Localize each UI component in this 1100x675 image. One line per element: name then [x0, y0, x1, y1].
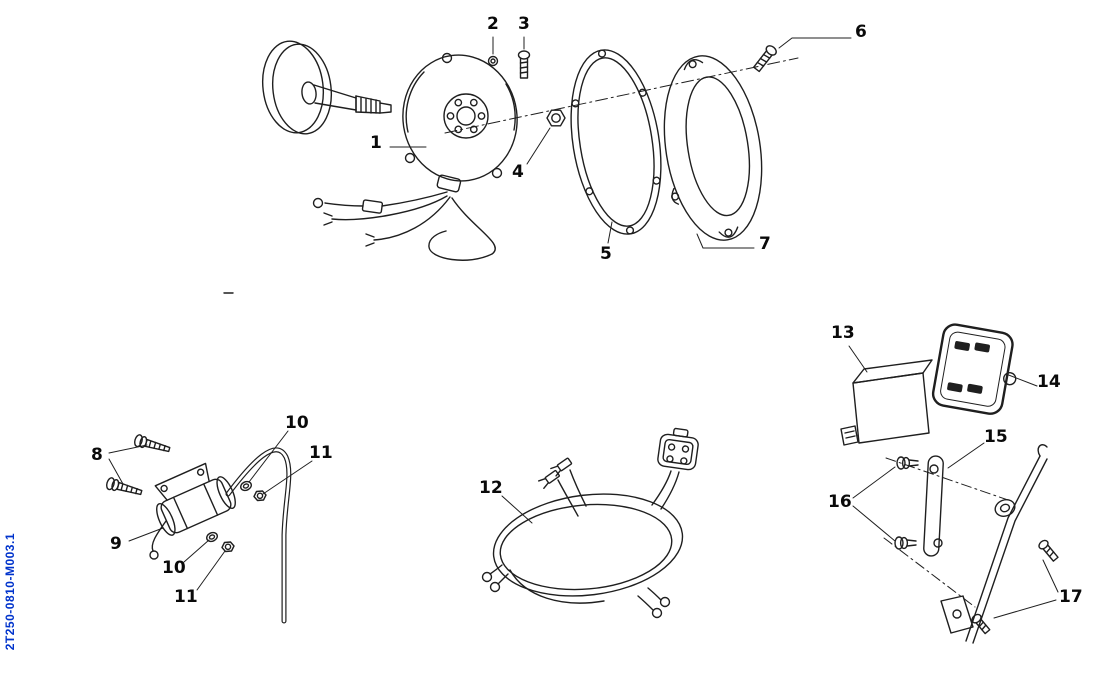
part-label-17: 17	[1059, 587, 1083, 607]
frame-rod-drawing	[940, 444, 1048, 644]
nut-11b-drawing	[221, 541, 235, 553]
screw-16a-drawing	[896, 456, 919, 470]
part-label-8: 8	[91, 445, 103, 465]
washer-2-drawing	[487, 55, 499, 67]
part-label-4: 4	[512, 162, 524, 182]
screw-8b-drawing	[106, 477, 143, 496]
ignition-coil-drawing	[149, 447, 292, 624]
part-label-5: 5	[600, 244, 612, 264]
part-label-10a: 10	[285, 413, 309, 433]
part-label-1: 1	[370, 133, 382, 153]
part-label-14: 14	[1037, 372, 1061, 392]
part-label-2: 2	[487, 14, 499, 34]
screw-17b-drawing	[971, 613, 991, 635]
flywheel-drawing	[262, 40, 392, 135]
construction-line-1	[885, 457, 1009, 501]
part-label-6: 6	[855, 22, 867, 42]
part-label-11a: 11	[309, 443, 333, 463]
part-label-16: 16	[828, 492, 852, 512]
construction-line-2	[883, 537, 976, 608]
leader-lines	[108, 36, 1059, 619]
screw-17a-drawing	[1038, 539, 1059, 562]
part-label-3: 3	[518, 14, 530, 34]
nut-4-drawing	[546, 109, 566, 127]
wiring-harness-drawing	[481, 427, 699, 619]
screw-8a-drawing	[134, 434, 171, 453]
washer-10a-drawing	[240, 480, 252, 492]
rubber-mount-drawing	[931, 323, 1017, 415]
cover-drawing	[663, 55, 763, 241]
part-label-7: 7	[759, 234, 771, 254]
part-label-9: 9	[110, 534, 122, 554]
screw-6-drawing	[752, 45, 777, 73]
nut-11a-drawing	[253, 490, 267, 502]
part-label-13: 13	[831, 323, 855, 343]
cdi-unit-drawing	[840, 359, 933, 446]
washer-10b-drawing	[206, 531, 218, 543]
part-label-11b: 11	[174, 587, 198, 607]
part-label-10b: 10	[162, 558, 186, 578]
screw-3-drawing	[517, 50, 531, 79]
screw-16b-drawing	[894, 536, 917, 550]
part-label-12: 12	[479, 478, 503, 498]
bracket-strap-drawing	[923, 455, 944, 557]
part-label-15: 15	[984, 427, 1008, 447]
document-code: 2T250-0810-M003.1	[3, 533, 17, 651]
stator-drawing	[312, 52, 518, 261]
axis-centerline	[444, 57, 799, 134]
gasket-drawing	[570, 49, 662, 235]
